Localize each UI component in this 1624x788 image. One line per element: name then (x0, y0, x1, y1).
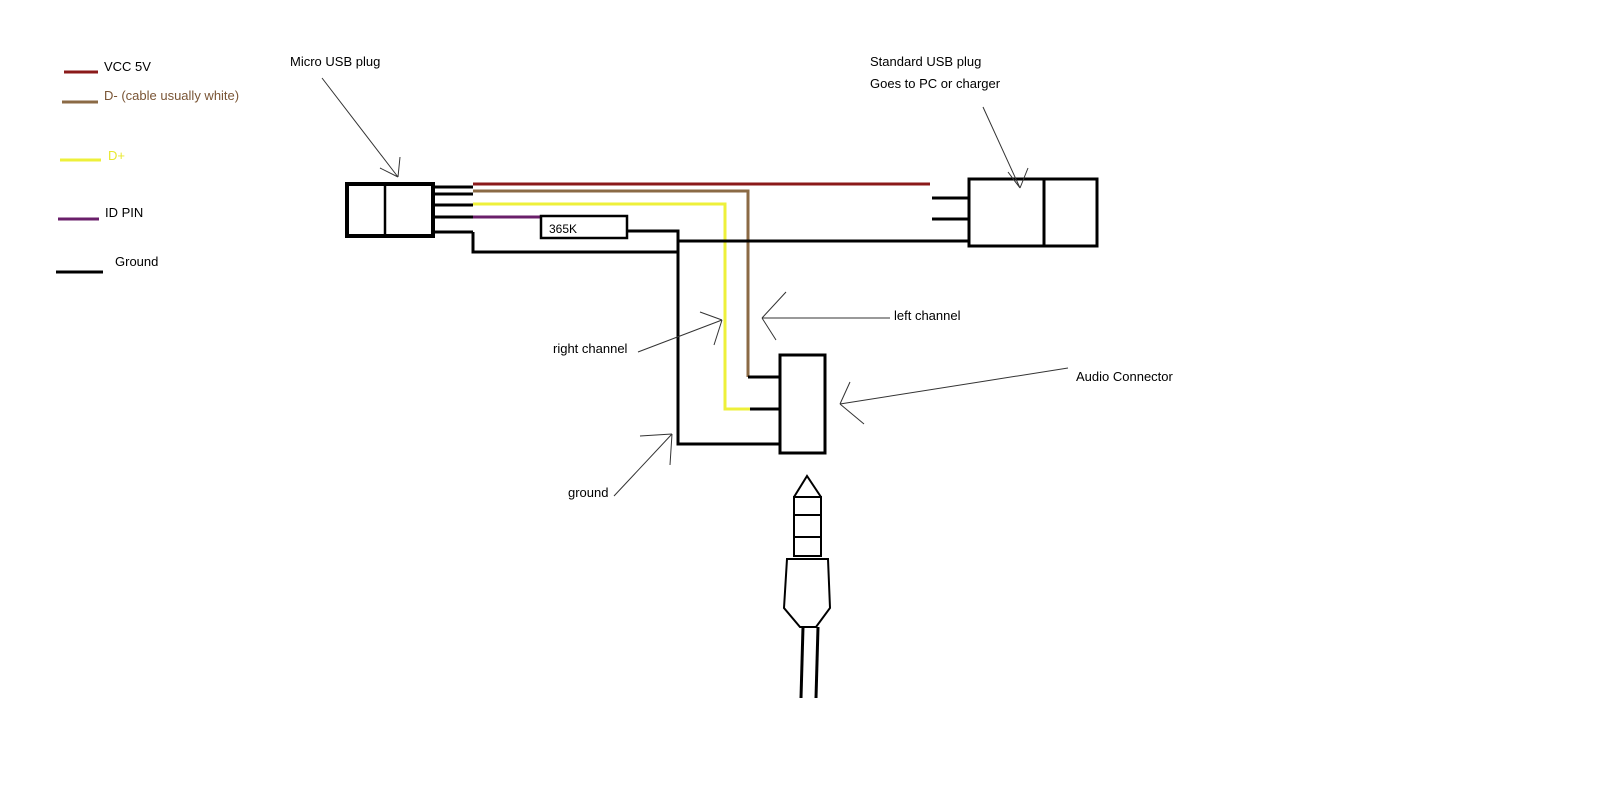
right-channel-label: right channel (553, 341, 628, 356)
standard-usb-plug: Standard USB plug Goes to PC or charger (870, 54, 1099, 248)
legend-label-d-plus: D+ (108, 148, 125, 163)
legend-label-d-minus: D- (cable usually white) (104, 88, 239, 103)
right-channel-arrow (637, 311, 723, 353)
wire-d-plus (473, 202, 750, 411)
legend-item-vcc: VCC 5V (64, 59, 151, 74)
resistor-body (539, 214, 629, 240)
standard-usb-body (967, 177, 1099, 248)
legend-item-id-pin: ID PIN (58, 205, 143, 221)
audio-connector-label: Audio Connector (1076, 369, 1174, 384)
wires (471, 182, 969, 446)
audio-connector-pointer-arrow (839, 367, 1069, 425)
micro-usb-plug: Micro USB plug (290, 54, 473, 238)
jack-cable-left (799, 626, 805, 699)
micro-usb-pointer-arrow (321, 77, 401, 178)
wire-d-minus (473, 189, 750, 377)
jack-cable-right (814, 626, 820, 699)
wire-ground-to-audio (676, 241, 780, 446)
audio-connector-body (778, 353, 827, 455)
legend-item-ground: Ground (56, 254, 158, 274)
resistor-365k: 365K (539, 214, 629, 240)
ground-arrow (613, 433, 673, 497)
jack-sleeve (793, 536, 822, 557)
legend-item-d-minus: D- (cable usually white) (62, 88, 239, 104)
audio-jack-plug (782, 474, 832, 699)
resistor-label: 365K (549, 222, 577, 236)
left-channel-arrow (761, 291, 890, 341)
micro-usb-label: Micro USB plug (290, 54, 380, 69)
jack-tip (793, 474, 822, 498)
jack-handle (782, 558, 832, 628)
channel-annotations: left channel right channel ground (553, 291, 961, 500)
wire-ground-micro (471, 232, 678, 254)
legend: VCC 5V D- (cable usually white) D+ ID PI… (56, 59, 239, 274)
ground-label: ground (568, 485, 608, 500)
standard-usb-label-line1: Standard USB plug (870, 54, 981, 69)
legend-label-ground: Ground (115, 254, 158, 269)
standard-usb-label-line2: Goes to PC or charger (870, 76, 1001, 91)
jack-ring-1 (793, 496, 822, 516)
legend-item-d-plus: D+ (60, 148, 125, 163)
audio-connector: Audio Connector (748, 353, 1174, 455)
legend-label-id-pin: ID PIN (105, 205, 143, 220)
standard-usb-pointer-arrow (982, 106, 1029, 189)
jack-ring-2 (793, 514, 822, 538)
wire-id-pin-to-ground (627, 229, 680, 241)
left-channel-label: left channel (894, 308, 961, 323)
micro-usb-body (345, 182, 435, 238)
legend-label-vcc: VCC 5V (104, 59, 151, 74)
